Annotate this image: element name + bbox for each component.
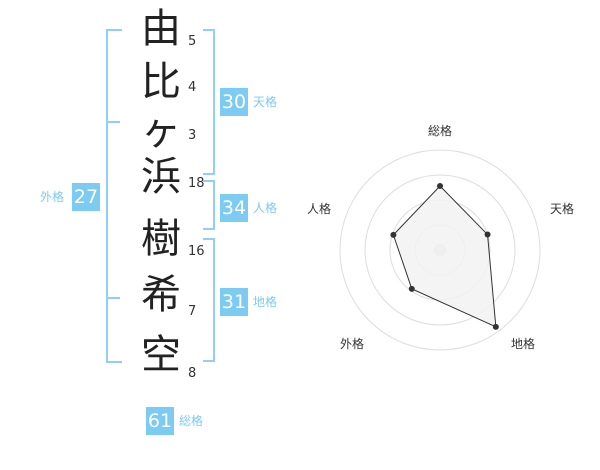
soukaku-label: 総格 xyxy=(179,414,204,428)
stroke-count-6: 7 xyxy=(188,304,197,319)
radar-label-chikaku: 地格 xyxy=(511,337,536,351)
stroke-count-2: 4 xyxy=(188,80,197,95)
stroke-count-1: 5 xyxy=(188,34,197,49)
radar-point-3 xyxy=(408,285,415,292)
tenkaku-value: 30 xyxy=(220,88,248,116)
name-char-4: 浜 xyxy=(141,154,181,200)
name-char-6: 希 xyxy=(141,272,181,318)
radar-point-4 xyxy=(390,231,397,238)
name-char-7: 空 xyxy=(141,332,181,378)
jinkaku-bracket xyxy=(203,180,215,230)
name-char-3: ヶ xyxy=(141,108,181,154)
chikaku-bracket xyxy=(203,238,215,362)
stroke-count-3: 3 xyxy=(188,128,197,143)
jinkaku-label: 人格 xyxy=(253,201,278,215)
radar-point-1 xyxy=(484,231,491,238)
radar-label-gaikaku: 外格 xyxy=(340,337,365,351)
name-char-2: 比 xyxy=(141,59,181,105)
stroke-count-4: 18 xyxy=(188,176,205,191)
stroke-count-7: 8 xyxy=(188,366,197,381)
radar-polygon xyxy=(392,185,497,328)
chikaku-value: 31 xyxy=(220,288,248,316)
radar-points xyxy=(390,183,499,330)
gaikaku-bracket-tick-1 xyxy=(106,121,120,123)
radar-label-tenkaku: 天格 xyxy=(550,202,575,216)
radar-label-jinkaku: 人格 xyxy=(307,202,332,216)
gaikaku-value: 27 xyxy=(72,183,100,211)
soukaku-value: 61 xyxy=(146,407,174,435)
tenkaku-label: 天格 xyxy=(253,95,278,109)
name-char-5: 樹 xyxy=(141,216,181,262)
stroke-count-5: 16 xyxy=(188,244,205,259)
gaikaku-bracket xyxy=(106,29,122,363)
jinkaku-value: 34 xyxy=(220,194,248,222)
radar-label-soukaku: 総格 xyxy=(428,124,453,138)
gaikaku-label: 外格 xyxy=(40,190,65,204)
chikaku-label: 地格 xyxy=(253,295,278,309)
tenkaku-bracket xyxy=(203,29,215,175)
radar-chart xyxy=(339,149,541,351)
gaikaku-bracket-tick-2 xyxy=(106,297,120,299)
radar-point-2 xyxy=(492,323,499,330)
radar-point-0 xyxy=(437,183,443,189)
name-char-1: 由 xyxy=(141,6,181,52)
